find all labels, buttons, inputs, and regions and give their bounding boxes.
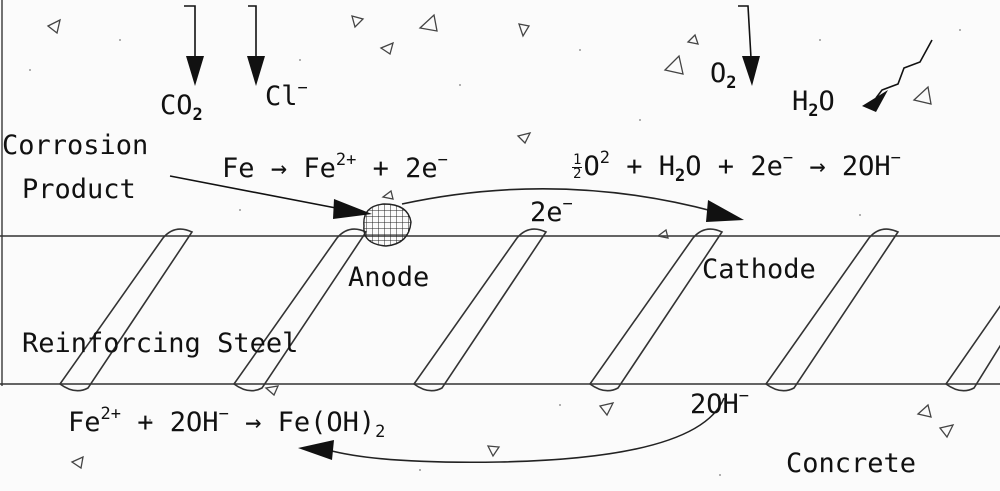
ingress-arrowheads — [186, 56, 888, 112]
hydroxide-reaction-arrow: → — [245, 407, 262, 438]
o2-text: O — [710, 58, 727, 89]
co2-text: CO — [160, 90, 193, 121]
cathode-electrons: 2e — [750, 151, 783, 182]
cathode-product-charge: − — [890, 148, 901, 168]
concrete-dots — [29, 29, 961, 476]
anode-reaction: Fe → Fe2+ + 2e− — [222, 150, 448, 184]
cathode-electrons-charge: − — [782, 148, 794, 168]
hydroxide-flow-arrow — [298, 397, 725, 464]
hydroxide-reaction-oh-charge: − — [218, 404, 229, 424]
hydroxide-reaction-plus: + — [137, 407, 154, 438]
corrosion-pointer-arrow — [169, 175, 372, 219]
o2-subscript: 2 — [726, 73, 737, 93]
fraction-denominator: 2 — [573, 166, 582, 182]
anode-fe: Fe — [222, 153, 255, 184]
co2-label: CO2 — [160, 92, 203, 124]
hydroxide-reaction-fe: Fe — [68, 407, 101, 438]
rebar-ribs — [58, 228, 1000, 392]
hydroxide-text: 2OH — [690, 389, 739, 420]
reinforcing-steel-label: Reinforcing Steel — [22, 328, 299, 359]
electron-flow-charge: − — [562, 194, 573, 214]
anode-electrons: 2e — [405, 153, 438, 184]
product-label: Product — [22, 174, 136, 205]
corrosion-label: Corrosion — [2, 130, 149, 161]
oxygen-label: O2 — [710, 60, 737, 92]
cathode-oxygen-sup: 2 — [599, 148, 610, 168]
chloride-label: Cl− — [265, 78, 308, 112]
electron-flow-text: 2e — [530, 197, 563, 228]
anode-electrons-charge: − — [437, 150, 448, 170]
co2-subscript: 2 — [192, 105, 203, 125]
cathode-plus-1: + — [626, 151, 643, 182]
hydroxide-reaction-fe-charge: 2+ — [100, 404, 121, 424]
water-o: O — [818, 86, 835, 117]
ingress-arrows — [184, 5, 933, 99]
anode-product: Fe — [303, 153, 336, 184]
cathode-oxygen: O — [583, 151, 600, 182]
anode-product-charge: 2+ — [335, 150, 357, 170]
water-h: H — [792, 86, 809, 117]
hydroxide-reaction: Fe2+ + 2OH− → Fe(OH)2 — [68, 406, 385, 441]
concrete-aggregate — [46, 13, 955, 470]
cl-superscript: − — [297, 78, 308, 98]
cathode-water-o: O — [685, 151, 702, 182]
cathode-product: 2OH — [841, 151, 891, 182]
corrosion-product-blob — [363, 203, 412, 247]
hydroxide-charge: − — [738, 386, 750, 406]
hydroxide-label: 2OH− — [690, 386, 750, 420]
electron-flow-arrow — [401, 187, 744, 222]
cathode-plus-2: + — [717, 151, 735, 182]
electron-flow-label: 2e− — [530, 194, 573, 228]
cathode-label: Cathode — [702, 254, 816, 285]
hydroxide-reaction-product-sub: 2 — [375, 422, 386, 442]
anode-arrow: → — [270, 153, 288, 184]
cathode-water-h: H — [658, 151, 676, 182]
water-label: H2O — [792, 88, 835, 120]
hydroxide-reaction-product: Fe(OH) — [277, 407, 376, 438]
anode-label: Anode — [348, 262, 430, 293]
anode-plus: + — [372, 153, 389, 184]
cathode-water-sub: 2 — [675, 166, 686, 186]
cl-text: Cl — [265, 81, 298, 112]
water-subscript: 2 — [808, 101, 819, 121]
hydroxide-reaction-oh: 2OH — [169, 407, 219, 438]
cathode-arrow: → — [809, 151, 826, 182]
fraction-numerator: 1 — [572, 152, 583, 168]
concrete-label: Concrete — [786, 448, 917, 479]
